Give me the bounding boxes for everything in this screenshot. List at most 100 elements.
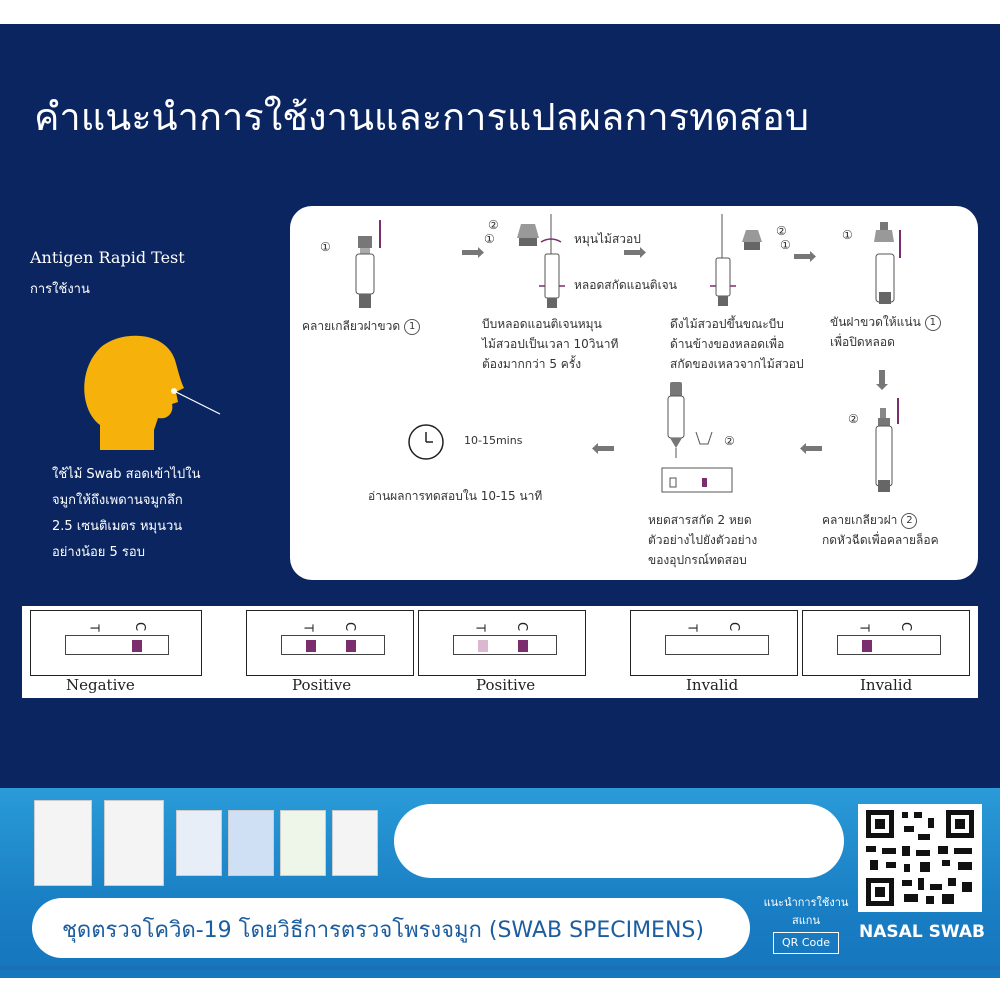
test-cassette [65,635,169,655]
certificate-image [34,800,92,886]
qr-code-icon [866,810,974,906]
qr-hint: แนะนำการใช้งาน สแกน QR Code [758,894,854,954]
step4-marker: ① [842,228,853,242]
step1-caption-line: คลายเกลียวฝาขวด [302,319,401,333]
step4-caption-line: ขันฝาขวดให้แน่น [830,315,921,329]
t-mark: T [87,624,102,632]
c-band [518,640,528,652]
result-label-negative: Negative [66,676,135,694]
step2-caption-line: ต้องมากกว่า 5 ครั้ง [482,357,582,371]
nasal-swab-badge: NASAL SWAB [859,922,985,942]
certificate-image [104,800,164,886]
step2-tube [517,214,565,308]
step3-marker-2: ② [776,224,787,238]
step1-tube [355,220,381,308]
step6-caption: หยดสารสกัด 2 หยด ตัวอย่างไปยังตัวอย่าง ข… [648,510,757,570]
steps-illustrations [355,214,901,493]
left-instruction: ใช้ไม้ Swab สอดเข้าไปใน จมูกให้ถึงเพดานจ… [52,462,252,566]
certificate-image [332,810,378,876]
result-label-invalid: Invalid [686,676,739,694]
step3-caption-line: สกัดของเหลวจากไม้สวอป [670,357,804,371]
head-swab-illustration [84,335,221,450]
result-card-negative: T C [30,610,202,676]
steps-panel: ① ② ① หมุนไม้สวอป หลอดสกัดแอนติเจน ② ① ①… [290,206,978,580]
certificate-image [228,810,274,876]
step3-caption-line: ดึงไม้สวอปขึ้นขณะบีบ [670,317,784,331]
arrow-down [876,370,888,390]
certificate-image [280,810,326,876]
step3-caption: ดึงไม้สวอปขึ้นขณะบีบ ด้านข้างของหลอดเพื่… [670,314,804,374]
product-title: ชุดตรวจโควิด-19 โดยวิธีการตรวจโพรงจมูก (… [62,918,704,943]
qr-hint-line: สแกน [792,914,820,927]
t-band [478,640,488,652]
t-band [862,640,872,652]
t-mark: T [685,624,700,632]
swab-tip [171,388,177,394]
arrow-right [624,247,646,258]
step6-caption-line: หยดสารสกัด 2 หยด [648,513,752,527]
footer-banner: ชุดตรวจโควิด-19 โดยวิธีการตรวจโพรงจมูก (… [0,788,1000,978]
arrow-right [794,251,816,262]
c-mark: C [132,621,148,632]
left-subheading: การใช้งาน [30,282,90,297]
c-mark: C [898,621,914,632]
instruction-line: ใช้ไม้ Swab สอดเข้าไปใน [52,467,201,482]
step5-tube [875,398,899,492]
c-mark: C [342,621,358,632]
qr-code-image[interactable] [858,804,982,912]
step4-caption-line: เพื่อปิดหลอด [830,335,895,349]
t-mark: T [301,624,316,632]
step2-caption: บีบหลอดแอนติเจนหมุน ไม้สวอปเป็นเวลา 10วิ… [482,314,618,374]
qr-hint-line: แนะนำการใช้งาน [763,896,849,909]
step3-marker-1: ① [780,238,791,252]
step2-rotate-label: หมุนไม้สวอป [574,232,641,246]
result-label-positive: Positive [476,676,536,694]
arrow-left [592,443,614,454]
step7-caption: อ่านผลการทดสอบใน 10-15 นาที [368,486,542,506]
t-band [306,640,316,652]
product-title-pill: ชุดตรวจโควิด-19 โดยวิธีการตรวจโพรงจมูก (… [32,898,750,958]
step6-marker: ② [724,434,735,448]
swab-stick [171,389,221,415]
step1-marker: ① [320,240,331,254]
step4-number: 1 [924,314,941,331]
page-title: คำแนะนำการใช้งานและการแปลผลการทดสอบ [34,95,809,139]
result-label-invalid: Invalid [860,676,913,694]
test-cassette [453,635,557,655]
step7-timer: 10-15mins [464,434,523,447]
left-heading: Antigen Rapid Test [30,248,185,267]
t-mark: T [473,624,488,632]
certificate-image [176,810,222,876]
instruction-line: 2.5 เซนติเมตร หมุนวน [52,519,183,534]
step5-number: 2 [901,512,918,529]
result-label-positive: Positive [292,676,352,694]
step2-caption-line: ไม้สวอปเป็นเวลา 10วินาที [482,337,619,351]
instruction-line: จมูกให้ถึงเพดานจมูกลึก [52,493,183,508]
step3-caption-line: ด้านข้างของหลอดเพื่อ [670,337,785,351]
result-card-positive-weak: T C [418,610,586,676]
test-cassette [837,635,941,655]
step2-marker-1: ① [484,232,495,246]
test-cassette [665,635,769,655]
c-mark: C [726,621,742,632]
step5-caption-line: กดหัวฉีดเพื่อคลายล็อค [822,533,939,547]
step6-caption-line: ตัวอย่างไปยังตัวอย่าง [648,533,758,547]
step4-tube [874,222,901,304]
step6-caption-line: ของอุปกรณ์ทดสอบ [648,553,747,567]
result-card-invalid-t: T C [802,610,970,676]
step3-tube [710,214,762,306]
head-silhouette [84,335,184,450]
arrow-left [800,443,822,454]
blank-banner-pill [394,804,844,878]
step5-marker: ② [848,412,859,426]
step7-caption-line: อ่านผลการทดสอบใน 10-15 นาที [368,489,543,503]
test-cassette [281,635,385,655]
step2-caption-line: บีบหลอดแอนติเจนหมุน [482,317,602,331]
results-strip: T C Negative T C Positive T C Positive T… [22,606,978,698]
step5-caption-line: คลายเกลียวฝา [822,513,898,527]
qr-code-label: QR Code [773,932,839,954]
step2-marker-2: ② [488,218,499,232]
